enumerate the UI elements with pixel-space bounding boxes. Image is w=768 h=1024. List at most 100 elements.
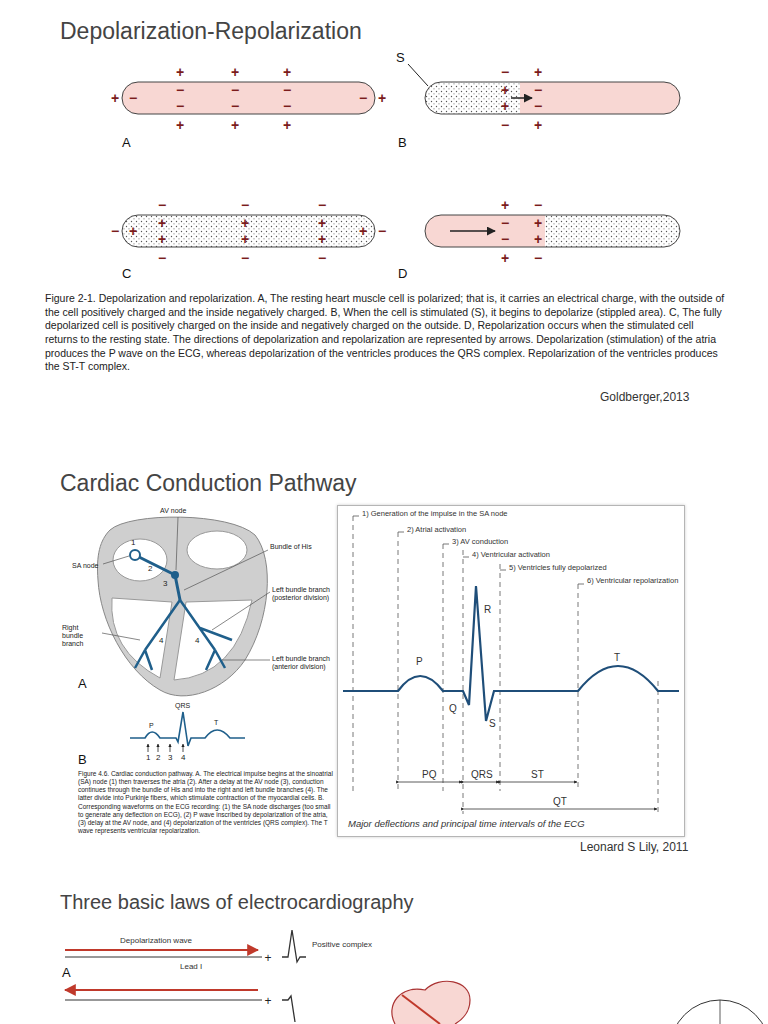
charge-sign: + (501, 83, 509, 97)
charge-sign: − (241, 251, 249, 265)
cell-c (122, 215, 375, 247)
label: S (396, 50, 405, 66)
ecg-stroke (658, 681, 659, 814)
lead-diagram (720, 1000, 721, 1024)
cell-d (545, 215, 680, 247)
charge-sign: + (231, 65, 239, 79)
ecg-label: 1) Generation of the impulse in the SA n… (362, 510, 508, 519)
heart-drawing (184, 550, 268, 590)
charge-sign: − (129, 91, 137, 105)
ecg-label: 4) Ventricular activation (472, 551, 550, 560)
callout-number: 3 (168, 753, 172, 763)
label: SA node (72, 562, 104, 570)
label: D (398, 266, 407, 282)
small-ecg (183, 744, 184, 752)
cell-d (425, 215, 680, 247)
cell-a (122, 82, 375, 114)
callout-number: 4 (159, 636, 163, 646)
charge-sign: + (129, 224, 137, 238)
charge-sign: + (231, 118, 239, 132)
charge-sign: − (378, 224, 386, 238)
charge-sign: + (501, 251, 509, 265)
cell-d (450, 230, 495, 232)
heart-drawing (135, 600, 232, 670)
charge-sign: + (534, 118, 542, 132)
lead-diagram (65, 930, 768, 1024)
heart-drawing (103, 556, 129, 564)
ecg-label: Major deflections and principal time int… (348, 819, 585, 830)
charge-sign: − (176, 83, 184, 97)
ecg-label: 2) Atrial activation (407, 526, 466, 535)
heart-drawing (130, 550, 140, 560)
charge-sign: + (158, 232, 166, 246)
ecg-stroke (578, 584, 584, 585)
lead-diagram (65, 989, 258, 991)
ecg-stroke (343, 586, 679, 721)
ecg-stroke (398, 532, 399, 791)
heart-drawing (98, 517, 271, 696)
heart-drawing (135, 555, 180, 600)
slide-heading: Depolarization-Repolarization (60, 18, 362, 46)
charge-sign: − (359, 91, 367, 105)
cell-b (408, 64, 428, 86)
cell-b (408, 64, 680, 114)
ecg-stroke (501, 782, 577, 783)
ecg-label: 6) Ventricular repolarization (587, 577, 679, 586)
charge-sign: − (283, 83, 291, 97)
cell-b (425, 82, 680, 114)
label: Depolarization wave (120, 936, 192, 946)
charge-sign: − (534, 198, 542, 212)
small-ecg (170, 744, 171, 752)
ecg-label: T (614, 652, 620, 664)
cell-d (425, 215, 680, 247)
charge-sign: + (501, 198, 509, 212)
lead-diagram (65, 1000, 262, 1001)
charge-sign: + (158, 216, 166, 230)
label: Positive complex (312, 940, 372, 950)
charge-sign: − (158, 198, 166, 212)
ecg-stroke (463, 550, 464, 814)
ecg-stroke (464, 809, 657, 810)
charge-sign: + (264, 952, 271, 964)
figure-caption: Figure 2-1. Depolarization and repolariz… (45, 292, 725, 374)
lead-diagram (392, 981, 470, 1024)
label: T (214, 719, 218, 727)
charge-sign: + (359, 224, 367, 238)
label: Left bundle branch (anterior division) (272, 655, 332, 671)
charge-sign: − (231, 99, 239, 113)
ecg-stroke (464, 782, 499, 783)
label: QRS (175, 702, 190, 710)
ecg-label: PQ (422, 769, 436, 781)
cell-b (511, 97, 532, 99)
charge-sign: + (241, 216, 249, 230)
label: P (149, 722, 154, 730)
ecg-label: QRS (471, 769, 493, 781)
label: Right bundle branch (62, 624, 100, 648)
charge-sign: − (318, 251, 326, 265)
lead-diagram (282, 996, 295, 1022)
ecg-label: P (416, 656, 423, 668)
small-ecg (130, 712, 245, 752)
callout-number: 1 (146, 753, 150, 763)
cell-d (425, 215, 680, 247)
lead-diagram (65, 957, 262, 958)
heart-drawing (187, 531, 247, 569)
ecg-stroke (463, 557, 469, 558)
ecg-label: 3) AV conduction (452, 538, 508, 547)
charge-sign: + (318, 216, 326, 230)
heart-drawing (171, 571, 179, 579)
ecg-stroke (398, 532, 404, 533)
callout-number: 3 (163, 579, 167, 589)
ecg-label: ST (531, 769, 544, 781)
charge-sign: − (176, 99, 184, 113)
ecg-stroke (443, 544, 444, 791)
charge-sign: + (283, 118, 291, 132)
label: A (78, 676, 87, 692)
charge-sign: − (534, 251, 542, 265)
charge-sign: − (501, 65, 509, 79)
heart-drawing (212, 592, 270, 630)
heart-drawing (112, 598, 172, 678)
cell-c (122, 215, 375, 247)
ecg-panel: 1) Generation of the impulse in the SA n… (337, 505, 685, 837)
